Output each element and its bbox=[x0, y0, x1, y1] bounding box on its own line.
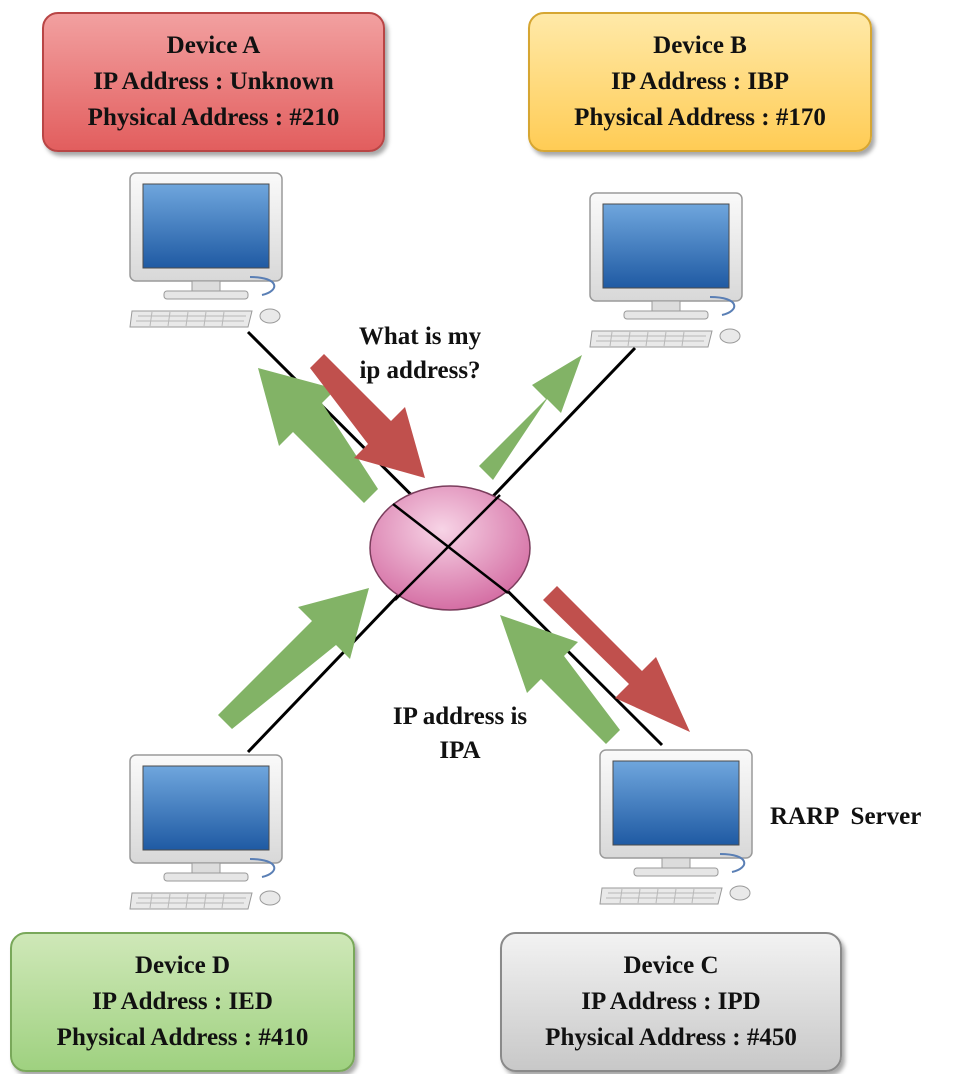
hub-cross-line bbox=[394, 494, 501, 601]
green-arrow-from-c bbox=[500, 615, 620, 744]
green-arrow-to-b bbox=[479, 355, 582, 480]
request-message-label: What is my ip address? bbox=[310, 320, 530, 388]
device-b-name: Device B bbox=[653, 32, 747, 59]
device-d-name: Device D bbox=[134, 952, 231, 979]
device-a-card: Device A IP Address : Unknown Physical A… bbox=[42, 12, 385, 152]
red-arrow-to-c bbox=[543, 586, 690, 732]
request-message-line: What is my bbox=[358, 323, 482, 350]
hub-cross-line bbox=[392, 503, 509, 594]
request-message-line: ip address? bbox=[359, 357, 481, 384]
device-c-physical-address: Physical Address : #450 bbox=[545, 1024, 797, 1051]
computer-icon-d bbox=[129, 754, 283, 910]
green-arrow-from-d bbox=[218, 588, 369, 729]
reply-message-label: IP address is IPA bbox=[350, 700, 570, 768]
green-arrow-to-a bbox=[258, 368, 378, 503]
device-a-name: Device A bbox=[166, 32, 261, 59]
device-d-ip: IP Address : IED bbox=[92, 988, 273, 1015]
reply-message-line: IP address is bbox=[392, 703, 528, 730]
device-c-ip: IP Address : IPD bbox=[581, 988, 761, 1015]
computer-icon-b bbox=[589, 192, 743, 348]
rarp-server-label: RARP Server bbox=[770, 803, 922, 830]
reply-message-line: IPA bbox=[439, 737, 481, 764]
device-c-card: Device C IP Address : IPD Physical Addre… bbox=[500, 932, 842, 1072]
device-c-name: Device C bbox=[623, 952, 719, 979]
device-d-physical-address: Physical Address : #410 bbox=[56, 1024, 309, 1051]
device-b-card: Device B IP Address : IBP Physical Addre… bbox=[528, 12, 872, 152]
device-b-ip: IP Address : IBP bbox=[610, 68, 790, 95]
device-d-card: Device D IP Address : IED Physical Addre… bbox=[10, 932, 355, 1072]
device-a-physical-address: Physical Address : #210 bbox=[87, 104, 340, 131]
computer-icon-a bbox=[129, 172, 283, 328]
red-arrow-from-a bbox=[310, 354, 425, 478]
device-a-ip: IP Address : Unknown bbox=[93, 68, 334, 95]
computer-icon-c bbox=[599, 749, 753, 905]
device-b-physical-address: Physical Address : #170 bbox=[574, 104, 826, 131]
